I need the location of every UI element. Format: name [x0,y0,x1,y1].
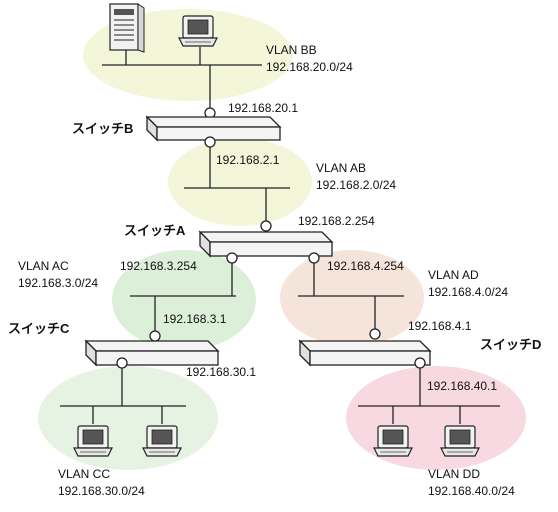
vlan-ac-network: 192.168.3.0/24 [18,276,99,290]
pc-icon [142,425,182,457]
switch-a-ab-ip: 192.168.2.254 [298,214,375,228]
switch-c-port-ip: 192.168.30.1 [186,365,257,379]
port-icon [204,136,216,148]
vlan-bb-network: 192.168.20.0/24 [266,60,353,74]
switch-a-ac-ip: 192.168.3.254 [120,259,197,273]
port-icon [260,220,272,232]
vlan-ab-area [168,138,312,226]
vlan-cc-area [38,366,218,470]
vlan-ac-name: VLAN AC [18,259,69,273]
pc-icon [73,425,113,457]
vlan-bb-name: VLAN BB [266,43,317,57]
switch-c-uplink-ip: 192.168.3.1 [163,312,227,326]
switch-c-icon [84,339,220,367]
port-icon [369,328,381,340]
switch-a-icon [198,230,334,258]
switch-a-ad-ip: 192.168.4.254 [327,259,404,273]
switch-c-label: スイッチC [8,321,70,336]
pc-icon [178,15,218,47]
port-icon [414,357,426,369]
switch-b-icon [145,115,282,142]
port-icon [226,252,238,264]
switch-d-icon [298,339,432,367]
vlan-cc-name: VLAN CC [58,467,111,481]
switch-d-port-ip: 192.168.40.1 [427,379,498,393]
vlan-cc-network: 192.168.30.0/24 [58,484,145,498]
port-icon [149,330,161,342]
switch-d-uplink-ip: 192.168.4.1 [408,319,472,333]
vlan-dd-network: 192.168.40.0/24 [428,484,515,498]
vlan-ab-name: VLAN AB [316,161,367,175]
switch-d-label: スイッチD [480,337,542,352]
vlan-dd-name: VLAN DD [428,467,481,481]
vlan-ad-name: VLAN AD [428,268,479,282]
switch-a-label: スイッチA [124,223,186,238]
pc-icon [373,425,413,457]
vlan-ad-network: 192.168.4.0/24 [428,285,509,299]
switch-b-port-ip: 192.168.20.1 [228,101,299,115]
port-icon [308,252,320,264]
port-icon [116,357,128,369]
switch-b-label: スイッチB [72,121,134,136]
vlan-ac-area [112,250,256,350]
pc-icon [440,425,480,457]
vlan-ab-network: 192.168.2.0/24 [316,178,397,192]
vlan-ad-area [280,250,424,346]
server-icon [109,3,145,53]
switch-b-uplink-ip: 192.168.2.1 [216,153,280,167]
